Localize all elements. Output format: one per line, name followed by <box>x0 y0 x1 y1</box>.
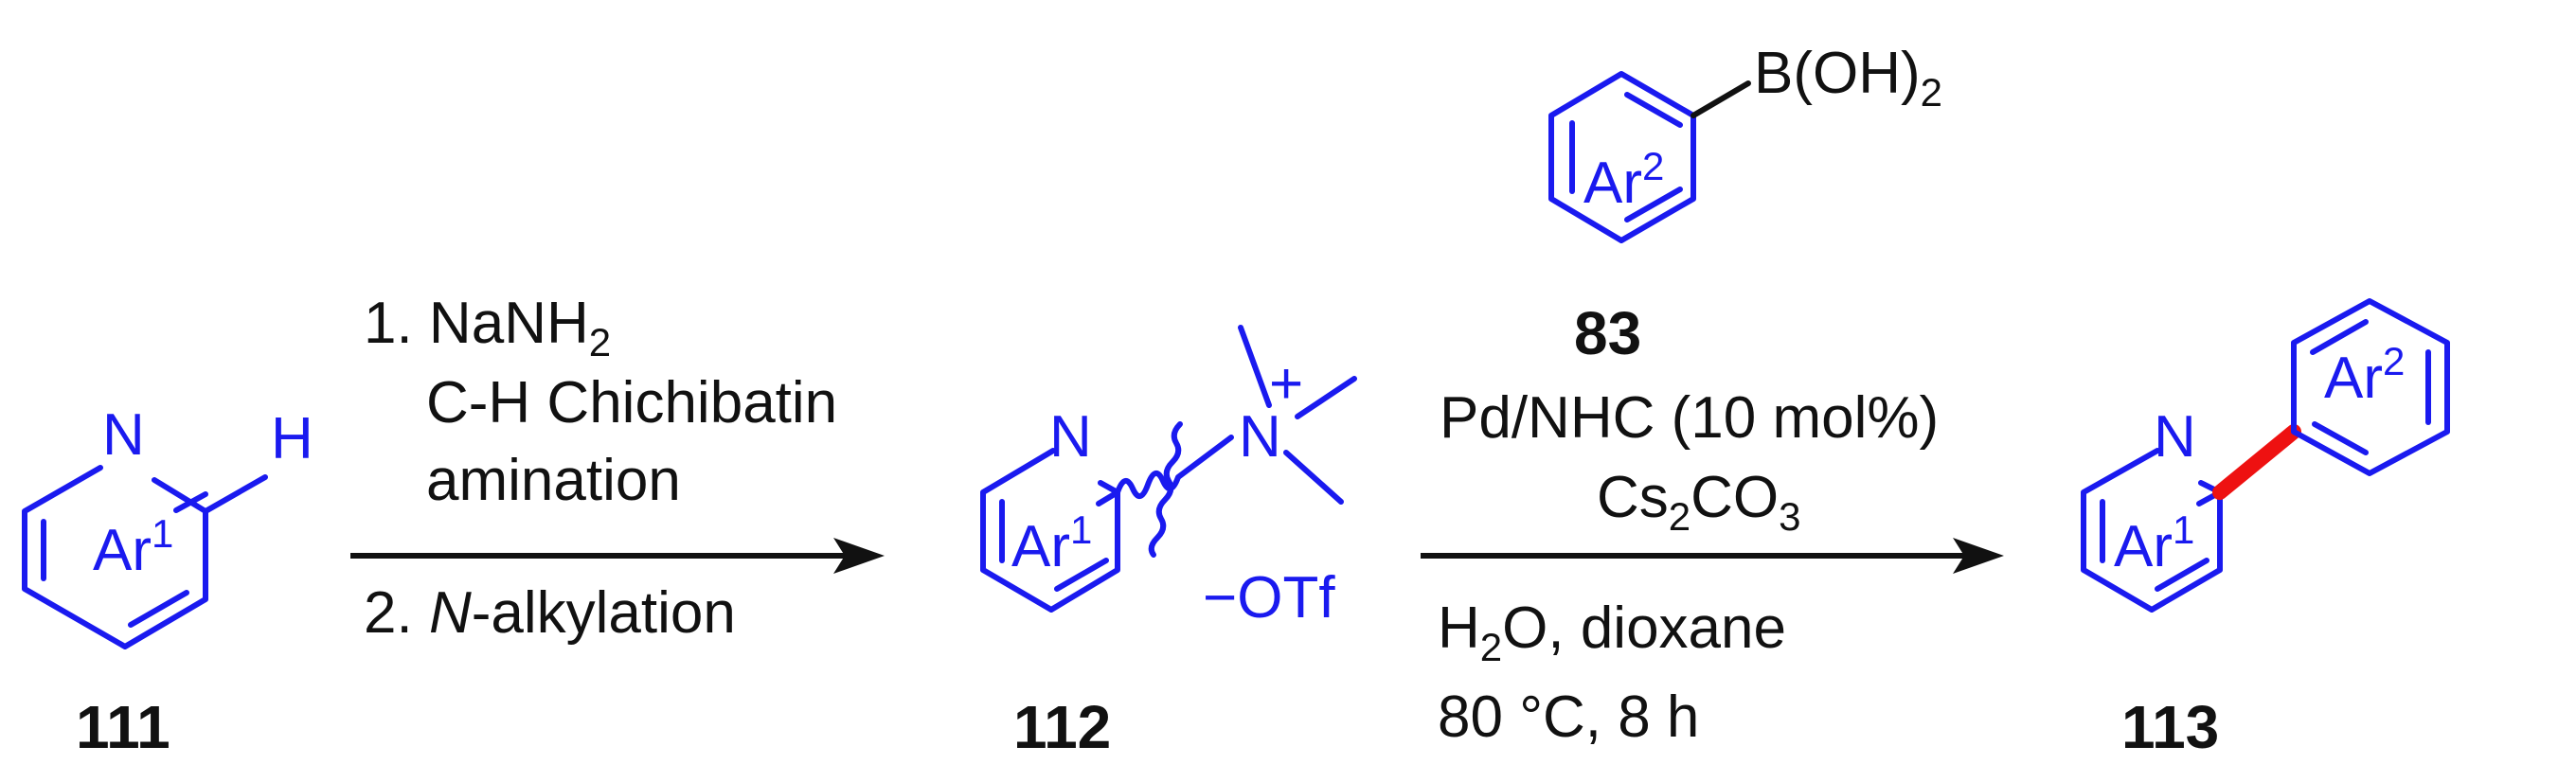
base-line: Cs2CO3 <box>1597 465 1801 539</box>
step1-conditions: 1. NaNH2 C-H Chichibatin amination 2. N-… <box>364 291 837 646</box>
ring-label-ar: Ar1 <box>93 511 173 583</box>
compound-number-113: 113 <box>2121 693 2219 761</box>
compound-113: N Ar1 Ar2 113 <box>2081 298 2450 761</box>
boronic-acid-group: B(OH)2 <box>1754 41 1942 115</box>
new-c-c-bond <box>2212 424 2301 500</box>
triflate-counterion: −OTf <box>1203 565 1335 631</box>
ring-label-ar1: Ar1 <box>2114 507 2194 579</box>
ring-label-ar: Ar2 <box>1583 144 1664 216</box>
reagent-line-1: 1. NaNH2 <box>364 291 611 364</box>
ring-label-ar: Ar1 <box>1011 507 1092 579</box>
pyridine-ring-112 <box>980 325 1357 613</box>
catalyst-line: Pd/NHC (10 mol%) <box>1440 385 1939 451</box>
ring-sup: 1 <box>152 511 173 556</box>
compound-112: N N + Ar1 −OTf 112 <box>980 325 1357 761</box>
nitrogen-label: N <box>102 402 145 468</box>
reaction-arrow-1 <box>350 538 885 574</box>
reagent-line-3: amination <box>426 448 681 513</box>
reaction-arrow-2 <box>1421 538 2004 574</box>
compound-number-112: 112 <box>1013 693 1111 761</box>
ring-label-ar2: Ar2 <box>2324 339 2405 411</box>
compound-number-83: 83 <box>1574 299 1641 367</box>
compound-111: N H Ar1 111 <box>22 402 313 761</box>
benzene-ring-83 <box>1548 71 1751 243</box>
temperature-line: 80 °C, 8 h <box>1438 684 1699 750</box>
aryl-ring-113 <box>2291 298 2450 476</box>
ring-label: Ar <box>93 518 152 583</box>
compound-number-111: 111 <box>76 693 170 761</box>
hydrogen-label: H <box>271 406 313 471</box>
ammonium-nitrogen-label: N <box>1239 404 1281 470</box>
pyridine-ring-111 <box>22 465 268 649</box>
solvent-line: H2O, dioxane <box>1438 595 1786 669</box>
nitrogen-label: N <box>1049 404 1092 470</box>
positive-charge: + <box>1269 351 1303 417</box>
nitrogen-label: N <box>2154 404 2196 470</box>
step2-conditions: Pd/NHC (10 mol%) Cs2CO3 H2O, dioxane 80 … <box>1438 385 1939 750</box>
reagent-line-4: 2. N-alkylation <box>364 580 736 646</box>
compound-83: B(OH)2 Ar2 83 <box>1548 41 1942 367</box>
reagent-line-2: C-H Chichibatin <box>426 370 837 435</box>
